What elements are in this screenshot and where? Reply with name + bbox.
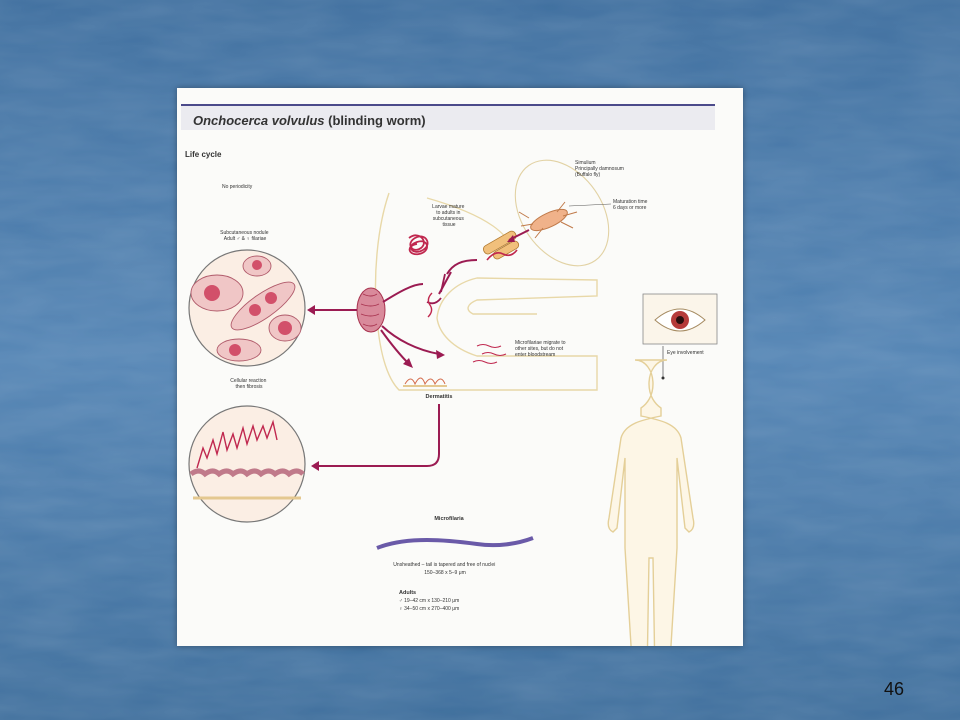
page-number: 46 bbox=[883, 679, 904, 699]
skin-section-icon bbox=[188, 405, 306, 523]
maturation-label: Maturation time 6 days or more bbox=[613, 199, 649, 211]
life-cycle-figure: Onchocerca volvulus (blinding worm) Life… bbox=[177, 88, 743, 685]
arrow-head-down bbox=[403, 358, 413, 368]
eye-icon bbox=[642, 293, 718, 345]
nodule-section-icon bbox=[188, 249, 306, 367]
dermatitis-skin-icon bbox=[403, 377, 447, 387]
periodicity-label: No periodicity bbox=[222, 184, 253, 190]
adult-worm-coil-icon bbox=[408, 234, 429, 256]
arrow-nodule-up bbox=[382, 283, 424, 303]
title-band bbox=[181, 106, 715, 130]
arrow-head-left-2 bbox=[311, 461, 319, 471]
microfilariae-migrate-label: Microfilariae migrate to other sites, bu… bbox=[515, 340, 567, 358]
arrow-to-skin-section bbox=[319, 404, 440, 467]
arrow-head-left bbox=[307, 305, 315, 315]
arrow-head-right bbox=[436, 350, 445, 359]
arrow-larvae-to-adults bbox=[446, 259, 478, 275]
maturation-leader bbox=[568, 203, 612, 207]
diagram-svg: Onchocerca volvulus (blinding worm) Life… bbox=[181, 104, 718, 685]
section-label: Life cycle bbox=[185, 150, 222, 159]
larvae-icon bbox=[482, 230, 520, 261]
microfilaria-desc: Unsheathed – tail is tapered and free of… bbox=[393, 562, 496, 576]
adults-title: Adults bbox=[399, 590, 416, 596]
nodule-label: Subcutaneous nodule Adult ♂ & ♀ filariae bbox=[220, 230, 270, 242]
title-rule bbox=[181, 104, 715, 106]
microfilaria-icon bbox=[376, 536, 534, 550]
adults-dimensions: ♂ 19–42 cm x 130–210 μm ♀ 34–50 cm x 270… bbox=[399, 598, 461, 612]
arrow-to-nodule-branch bbox=[426, 273, 446, 305]
eye-leader-dot bbox=[661, 376, 665, 380]
dermatitis-label: Dermatitis bbox=[426, 394, 453, 400]
small-worm-icon bbox=[427, 292, 433, 318]
vector-label: Simulium Principally damnosum (Buffalo f… bbox=[575, 160, 625, 178]
eye-involvement-label: Eye involvement bbox=[667, 350, 704, 356]
arrow-head bbox=[507, 235, 515, 242]
larvae-label: Larvae mature to adults in subcutaneous … bbox=[432, 204, 466, 228]
subcutaneous-nodule-icon bbox=[356, 287, 386, 333]
arrow-to-microfilariae bbox=[381, 325, 440, 355]
microfilariae-icon bbox=[472, 344, 507, 364]
figure-title: Onchocerca volvulus (blinding worm) bbox=[193, 113, 426, 128]
arrow-to-skin bbox=[380, 329, 410, 365]
cellular-reaction-label: Cellular reaction then fibrosis bbox=[230, 378, 268, 390]
human-body-icon bbox=[607, 359, 695, 685]
simulium-fly-icon bbox=[514, 159, 610, 267]
microfilaria-title: Microfilaria bbox=[434, 516, 464, 522]
